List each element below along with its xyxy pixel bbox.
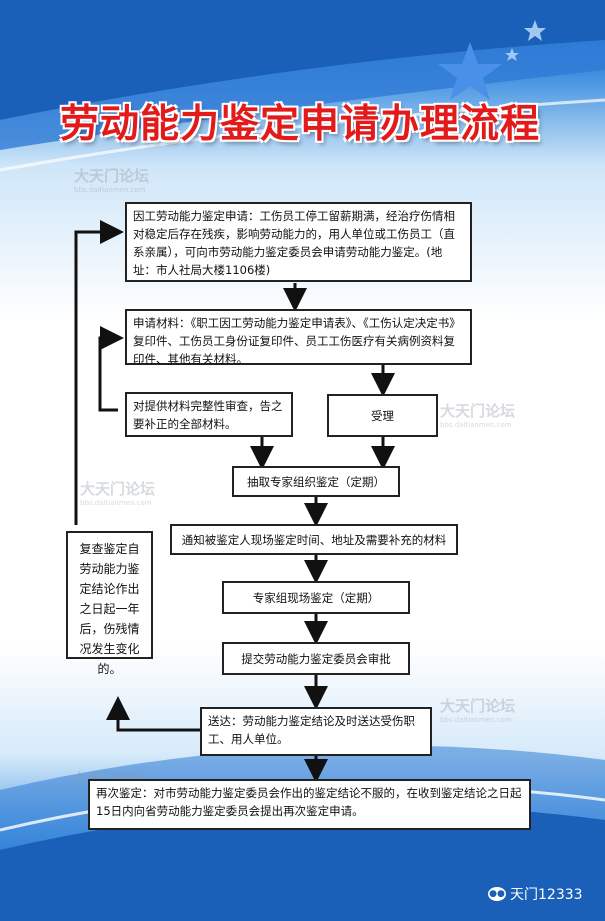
reappraise-step-box: 再次鉴定：对市劳动能力鉴定委员会作出的鉴定结论不服的，在收到鉴定结论之日起15日…: [88, 779, 531, 830]
wechat-icon: ●●: [488, 887, 506, 901]
materials-step-box: 申请材料：《职工因工劳动能力鉴定申请表》、《工伤认定决定书》复印件、工伤员工身份…: [125, 309, 472, 366]
account-name: 天门12333: [510, 887, 583, 903]
star-icon: [438, 42, 502, 100]
submit-approval-box: 提交劳动能力鉴定委员会审批: [222, 642, 410, 675]
page-title: 劳动能力鉴定申请办理流程: [60, 101, 541, 147]
incomplete-materials-box: 对提供材料完整性审查，告之要补正的全部材料。: [125, 392, 293, 437]
footer-account: ●● 天门12333: [488, 884, 583, 904]
apply-step-box: 因工劳动能力鉴定申请：工伤员工停工留薪期满，经治疗伤情相对稳定后存在残疾，影响劳…: [125, 202, 472, 282]
review-appraisal-box: 复查鉴定自劳动能力鉴定结论作出之日起一年后，伤残情况发生变化的。: [66, 531, 153, 676]
notify-step-box: 通知被鉴定人现场鉴定时间、地址及需要补充的材料: [170, 524, 458, 555]
expert-extract-box: 抽取专家组织鉴定（定期）: [232, 466, 400, 497]
deliver-step-box: 送达：劳动能力鉴定结论及时送达受伤职工、用人单位。: [200, 707, 432, 756]
onsite-appraisal-box: 专家组现场鉴定（定期）: [222, 581, 410, 614]
accept-step-box: 受理: [327, 394, 438, 437]
